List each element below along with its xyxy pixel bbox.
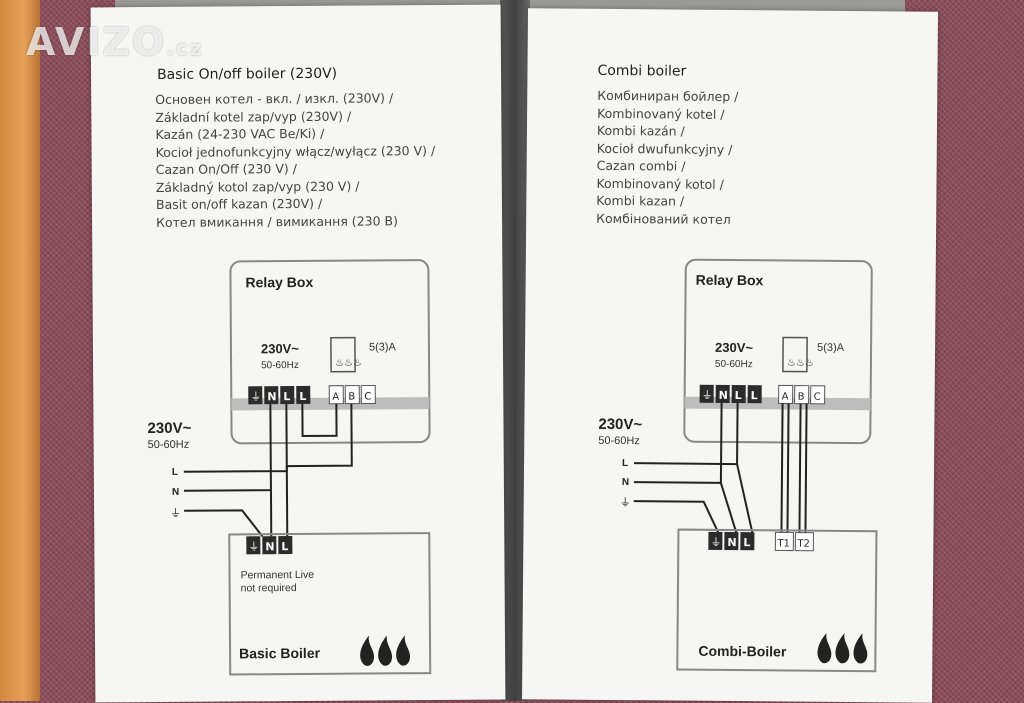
terminal-l: L	[735, 389, 742, 402]
avizo-watermark: AVIZO.cz	[26, 20, 203, 64]
terminal-c: C	[814, 392, 821, 403]
relay-frequency: 50-60Hz	[715, 359, 753, 370]
supply-line-l: L	[172, 467, 178, 478]
relay-switch-icon	[782, 336, 808, 373]
relay-box-outline	[229, 259, 431, 445]
relay-switch-icon	[330, 336, 356, 373]
terminal-n: N	[719, 389, 728, 402]
terminal-l: L	[751, 389, 758, 402]
supply-frequency: 50-60Hz	[598, 435, 640, 447]
terminal-n: N	[267, 390, 276, 403]
relay-terminals: ⏚ N L L A B C	[248, 384, 376, 405]
right-panel: Combi boiler Комбиниран бойлер / Kombino…	[521, 8, 939, 703]
not-required-note: not required	[241, 582, 297, 594]
supply-line-n: N	[172, 487, 179, 498]
boiler-terminal-earth: ⏚	[710, 536, 721, 549]
wires	[633, 402, 808, 534]
left-panel: Basic On/off boiler (230V) Основен котел…	[90, 4, 506, 703]
relay-box-label: Relay Box	[696, 272, 764, 289]
supply-voltage: 230V~	[598, 416, 642, 433]
relay-voltage: 230V~	[715, 340, 753, 355]
left-wiring-diagram: Relay Box 230V~ 50-60Hz ♨♨♨ 5(3)A ⏚ N L …	[147, 259, 432, 676]
boiler-terminals: ⏚ N L T1 T2	[708, 531, 814, 552]
boiler-terminals: ⏚ N L	[246, 536, 293, 555]
boiler-terminal-n: N	[727, 536, 736, 549]
boiler-terminal-earth: ⏚	[248, 540, 259, 553]
supply-voltage: 230V~	[147, 420, 191, 437]
supply-line-n: N	[622, 477, 629, 488]
terminal-earth: ⏚	[702, 389, 713, 402]
boiler-terminal-t1: T1	[776, 538, 790, 549]
boiler-terminal-l: L	[743, 536, 750, 549]
boiler-terminal-n: N	[265, 540, 274, 553]
supply-line-l: L	[622, 458, 628, 469]
wooden-edge	[0, 0, 40, 701]
watermark-brand: AVIZO	[26, 20, 167, 64]
terminal-earth: ⏚	[250, 390, 261, 403]
relay-rating: 5(3)A	[369, 341, 397, 353]
boiler-terminal-t2: T2	[796, 539, 810, 550]
terminal-b: B	[348, 392, 355, 403]
terminal-l: L	[299, 390, 306, 403]
relay-terminals: ⏚ N L L A B C	[699, 384, 826, 405]
right-wiring-diagram: Relay Box 230V~ 50-60Hz ♨♨♨ 5(3)A ⏚ N L …	[598, 258, 878, 673]
relay-rating: 5(3)A	[817, 342, 845, 354]
relay-frequency: 50-60Hz	[261, 360, 299, 371]
flame-icon: ♨♨♨	[787, 357, 814, 368]
boiler-terminal-l: L	[281, 540, 288, 553]
supply-line-earth: ⏚	[170, 507, 181, 520]
boiler-outline	[676, 528, 878, 673]
watermark-suffix: .cz	[166, 36, 204, 60]
terminal-c: C	[364, 391, 371, 402]
flame-icon: ♨♨♨	[335, 358, 362, 369]
terminal-l: L	[283, 390, 290, 403]
flame-icon	[360, 635, 411, 666]
boiler-outline	[228, 532, 432, 676]
supply-line-earth: ⏚	[620, 496, 631, 509]
permanent-live-note: Permanent Live	[241, 569, 315, 582]
terminal-b: B	[798, 392, 805, 403]
relay-box-outline	[683, 258, 873, 445]
relay-box-label: Relay Box	[245, 274, 313, 290]
terminal-a: A	[782, 391, 789, 402]
combi-boiler-label: Combi-Boiler	[698, 643, 787, 660]
terminal-a: A	[332, 392, 339, 403]
flame-icon	[817, 632, 868, 664]
supply-frequency: 50-60Hz	[148, 439, 190, 451]
basic-boiler-label: Basic Boiler	[239, 645, 321, 662]
relay-voltage: 230V~	[261, 341, 299, 356]
wires	[183, 403, 353, 537]
